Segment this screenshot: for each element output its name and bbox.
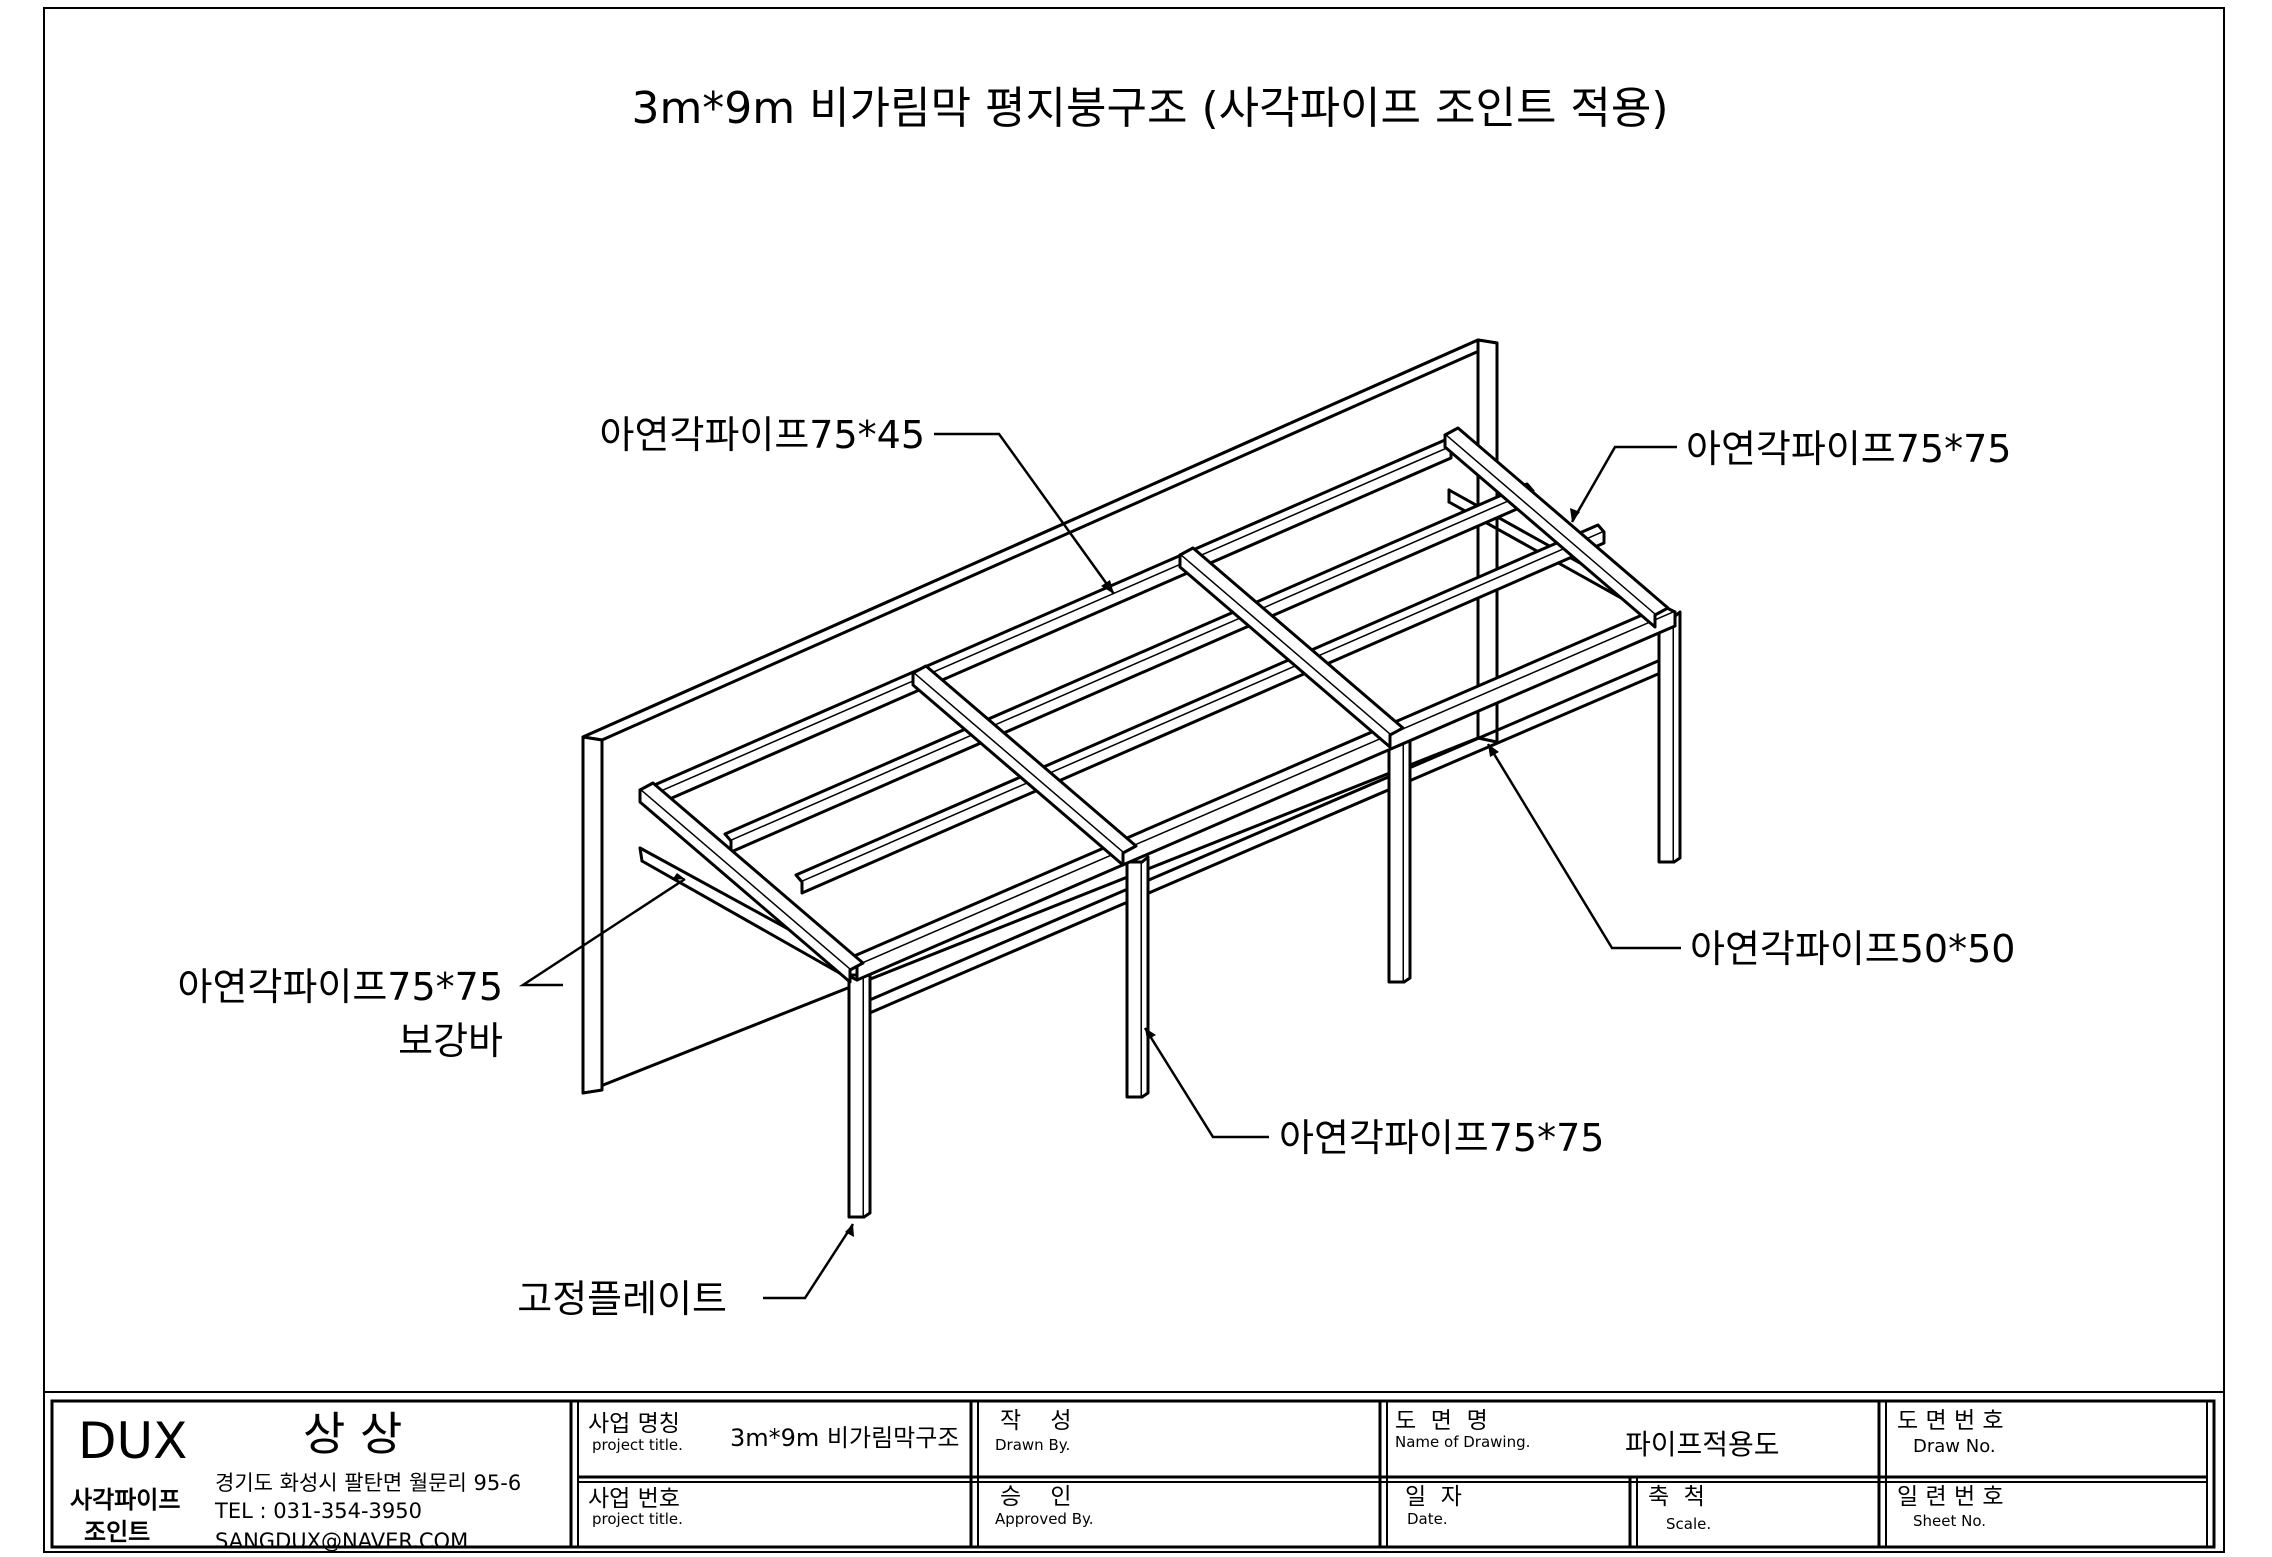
callout-reinforce-75x75: 아연각파이프75*75 — [178, 965, 503, 1009]
structure-drawing — [581, 338, 1682, 1219]
drawing-name-label: 도 면 명 — [1395, 1408, 1488, 1434]
callout-beam-75x75: 아연각파이프75*75 — [1686, 427, 2011, 471]
project-name-label-en: project title. — [592, 1436, 683, 1454]
company-product-line2: 조인트 — [84, 1518, 150, 1546]
approved-label: 승 인 — [1000, 1484, 1072, 1510]
date-label: 일 자 — [1405, 1484, 1462, 1510]
drawing-name-value: 파이프적용도 — [1625, 1428, 1780, 1461]
company-address: 경기도 화성시 팔탄면 월문리 95-6 — [215, 1471, 521, 1495]
drawn-label-en: Drawn By. — [995, 1436, 1070, 1454]
company-tel: TEL : 031-354-3950 — [214, 1499, 422, 1523]
company-email: SANGDUX@NAVER.COM — [215, 1529, 468, 1553]
scale-label-en: Scale. — [1666, 1515, 1711, 1533]
drawing-no-label: 도 면 번 호 — [1897, 1408, 2004, 1434]
callout-purlin-75x45: 아연각파이프75*45 — [600, 413, 925, 457]
drawing-title: 3m*9m 비가림막 평지붕구조 (사각파이프 조인트 적용) — [631, 83, 1668, 134]
callout-reinforce-label: 보강바 — [398, 1019, 503, 1063]
company-product-line1: 사각파이프 — [70, 1486, 180, 1514]
cross-beams — [638, 426, 1670, 984]
company-name: 상 상 — [303, 1407, 402, 1461]
callout-tie-50x50: 아연각파이프50*50 — [1690, 927, 2015, 971]
callout-fixing-plate: 고정플레이트 — [517, 1277, 727, 1321]
posts — [847, 610, 1682, 1219]
drawing-name-label-en: Name of Drawing. — [1395, 1433, 1530, 1451]
company-brand: DUX — [78, 1412, 187, 1470]
callout-post-75x75: 아연각파이프75*75 — [1279, 1116, 1604, 1160]
project-name-label: 사업 명칭 — [588, 1411, 680, 1437]
callout-leaders — [518, 432, 1681, 1300]
drawing-no-label-en: Draw No. — [1913, 1436, 1996, 1457]
sheet-border — [43, 7, 2225, 1553]
title-block: DUX 상 상 사각파이프 조인트 경기도 화성시 팔탄면 월문리 95-6 T… — [44, 1391, 2224, 1553]
approved-label-en: Approved By. — [995, 1510, 1094, 1528]
drawn-label: 작 성 — [1000, 1408, 1072, 1434]
sheet-no-label: 일 련 번 호 — [1897, 1484, 2004, 1510]
callout-arrowheads — [672, 508, 1580, 1237]
project-name-value: 3m*9m 비가림막구조 — [730, 1424, 959, 1452]
date-label-en: Date. — [1407, 1510, 1448, 1528]
project-no-label-en: project title. — [592, 1510, 683, 1528]
scale-label: 축 척 — [1648, 1484, 1705, 1510]
sheet-no-label-en: Sheet No. — [1913, 1512, 1986, 1530]
rafters — [641, 438, 1606, 895]
project-no-label: 사업 번호 — [588, 1486, 680, 1512]
